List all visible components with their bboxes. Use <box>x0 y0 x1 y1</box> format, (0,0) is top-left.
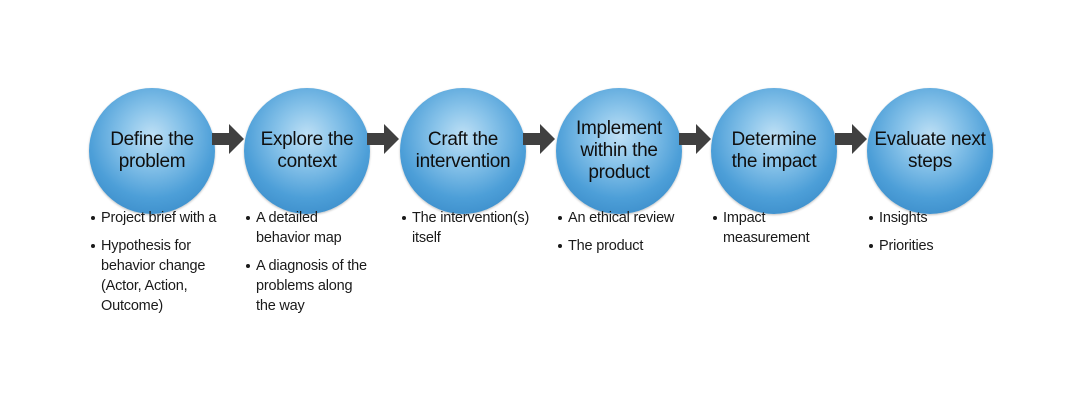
step-circle: Explore the context <box>244 88 370 214</box>
step-circle: Craft the intervention <box>400 88 526 214</box>
arrow-right-icon <box>212 124 244 154</box>
output-item: A diagnosis of the problems along the wa… <box>246 256 374 316</box>
step-outputs: Project brief with a Hypothesis for beha… <box>91 208 219 324</box>
step-title: Craft the intervention <box>415 129 511 172</box>
step-circle: Evaluate next steps <box>867 88 993 214</box>
output-item: Impact measurement <box>713 208 841 248</box>
step-outputs: Impact measurement <box>713 208 841 256</box>
output-item: Insights <box>869 208 997 228</box>
step-circle: Implement within the product <box>556 88 682 214</box>
step-circle: Determine the impact <box>711 88 837 214</box>
step-title: Implement within the product <box>575 118 662 183</box>
step-circle: Define the problem <box>89 88 215 214</box>
output-item: A detailed behavior map <box>246 208 374 248</box>
output-item: The product <box>558 236 686 256</box>
output-item: Hypothesis for behavior change (Actor, A… <box>91 236 219 316</box>
step-outputs: An ethical review The product <box>558 208 686 264</box>
arrow-right-icon <box>835 124 867 154</box>
step-outputs: Insights Priorities <box>869 208 997 264</box>
arrow-right-icon <box>523 124 555 154</box>
step-title: Explore the context <box>260 129 354 172</box>
step-outputs: A detailed behavior map A diagnosis of t… <box>246 208 374 324</box>
output-item: Priorities <box>869 236 997 256</box>
step-title: Determine the impact <box>731 129 817 172</box>
step-title: Evaluate next steps <box>874 129 986 172</box>
output-item: Project brief with a <box>91 208 219 228</box>
step-outputs: The intervention(s) itself <box>402 208 530 256</box>
arrow-right-icon <box>679 124 711 154</box>
step-title: Define the problem <box>110 129 194 172</box>
output-item: An ethical review <box>558 208 686 228</box>
output-item: The intervention(s) itself <box>402 208 530 248</box>
arrow-right-icon <box>367 124 399 154</box>
